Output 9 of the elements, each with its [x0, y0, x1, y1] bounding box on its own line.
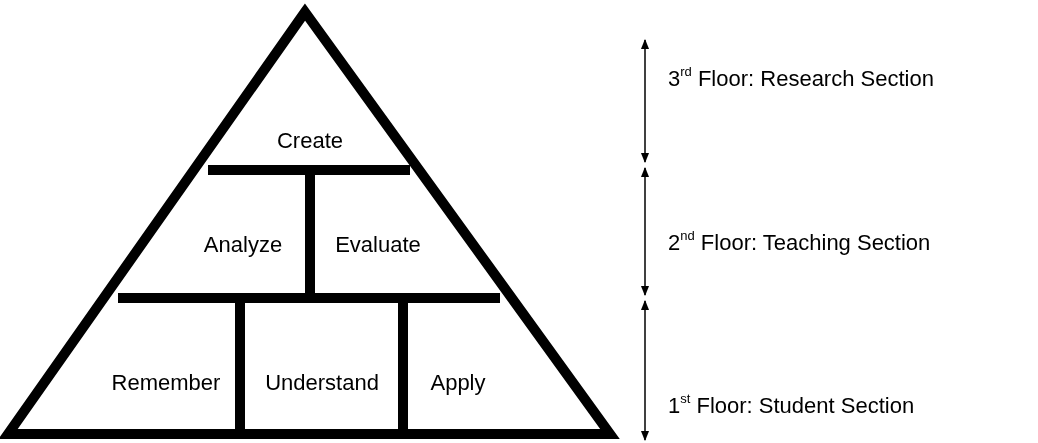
level-label: Understand: [265, 370, 379, 396]
level-label: Remember: [111, 370, 221, 396]
level-label: Apply: [430, 370, 486, 396]
level-label: Analyze: [203, 232, 283, 258]
floor-label: 1$^{st}$ Floor: Student Section: [668, 394, 915, 419]
level-label: Create: [276, 128, 343, 154]
level-label: Evaluate: [335, 232, 421, 258]
floor-label: 3$^{rd}$ Floor: Research Section: [668, 67, 934, 92]
floor-label: 2$^{nd}$ Floor: Teaching Section: [668, 231, 931, 256]
